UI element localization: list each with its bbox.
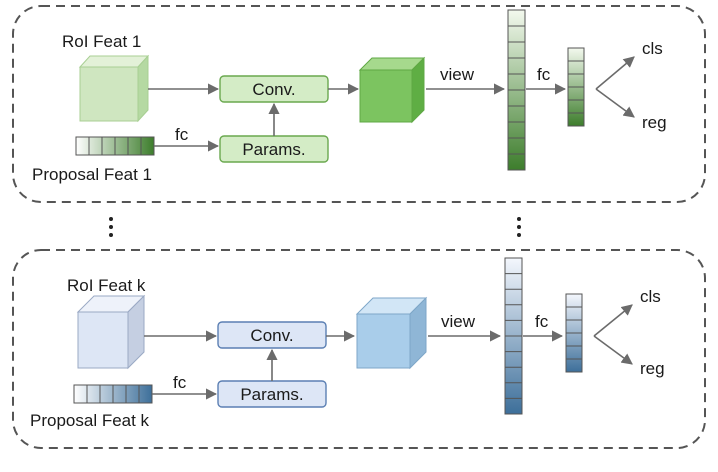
proposal-feat-label-top: Proposal Feat 1 <box>32 165 152 184</box>
proposal-feat-label-bottom: Proposal Feat k <box>30 411 150 430</box>
roi-feat-label-bottom: RoI Feat k <box>67 276 146 295</box>
panel-top: RoI Feat 1 Proposal Feat 1 Conv. Params.… <box>12 5 706 203</box>
ellipsis-right <box>517 217 521 237</box>
panel-bottom: RoI Feat k Proposal Feat k Conv. Params.… <box>12 249 706 449</box>
proposal-strip-top <box>75 136 155 156</box>
fc-label-1-top: fc <box>175 125 189 144</box>
panel-top-border <box>12 5 706 203</box>
arrow-reg-bottom <box>593 335 633 365</box>
arrow-reg-top <box>595 88 635 118</box>
view-label-top: view <box>440 65 475 84</box>
fc-label-2-top: fc <box>537 65 551 84</box>
params-label-bottom: Params. <box>240 385 303 404</box>
panel-bottom-border <box>12 249 706 449</box>
fc-vector-top <box>567 47 585 127</box>
flat-vector-bottom <box>504 257 523 415</box>
roi-cube-bottom <box>76 294 146 370</box>
cls-label-top: cls <box>642 39 663 58</box>
fc-vector-bottom <box>565 293 583 373</box>
proposal-strip-bottom <box>73 384 153 404</box>
output-cube-top <box>358 56 426 124</box>
conv-box-bottom <box>217 321 327 349</box>
arrow-cls-top <box>595 56 635 90</box>
fc-label-2-bottom: fc <box>535 312 549 331</box>
output-cube-bottom <box>355 296 428 370</box>
conv-label-top: Conv. <box>252 80 295 99</box>
conv-label-bottom: Conv. <box>250 326 293 345</box>
fc-label-1-bottom: fc <box>173 373 187 392</box>
flat-vector-top <box>507 9 526 171</box>
ellipsis-left <box>109 217 113 237</box>
cls-label-bottom: cls <box>640 287 661 306</box>
roi-cube-top <box>78 54 150 123</box>
reg-label-top: reg <box>642 113 667 132</box>
params-label-top: Params. <box>242 140 305 159</box>
roi-feat-label-top: RoI Feat 1 <box>62 32 141 51</box>
view-label-bottom: view <box>441 312 476 331</box>
arrow-cls-bottom <box>593 304 633 337</box>
reg-label-bottom: reg <box>640 359 665 378</box>
